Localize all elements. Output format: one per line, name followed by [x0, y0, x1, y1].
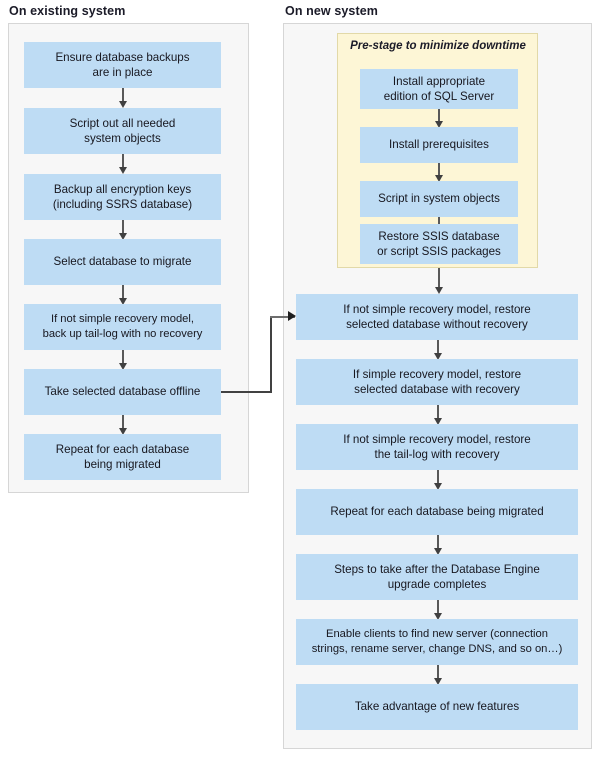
arrow-restore-norec-to-withrec — [436, 340, 439, 353]
node-backup-tail-log[interactable]: If not simple recovery model,back up tai… — [24, 304, 221, 350]
node-install-prerequisites[interactable]: Install prerequisites — [360, 127, 518, 163]
arrow-prestage-to-restore-no-recovery — [438, 268, 440, 287]
node-take-database-offline[interactable]: Take selected database offline — [24, 369, 221, 415]
arrow-enable-clients-to-features — [436, 665, 439, 678]
arrow-script-to-keys — [121, 154, 124, 167]
column-heading-new-system: On new system — [285, 4, 378, 18]
arrow-post-steps-to-enable-clients — [436, 600, 439, 613]
node-take-advantage-new-features[interactable]: Take advantage of new features — [296, 684, 578, 730]
arrow-taillog-to-offline — [121, 350, 124, 363]
cross-connector-segment-horizontal-upper — [270, 316, 295, 318]
node-backup-encryption-keys[interactable]: Backup all encryption keys(including SSR… — [24, 174, 221, 220]
arrow-prereqs-to-script-in — [438, 163, 440, 175]
arrow-repeat-to-post-steps — [436, 535, 439, 548]
arrow-ensure-to-script — [121, 88, 124, 101]
cross-connector-arrowhead-icon — [288, 311, 296, 321]
node-select-database-to-migrate[interactable]: Select database to migrate — [24, 239, 221, 285]
arrow-withrec-to-taillog — [436, 405, 439, 418]
arrow-script-in-to-ssis — [438, 217, 440, 229]
node-repeat-each-database-migrated[interactable]: Repeat for each database being migrated — [296, 489, 578, 535]
node-script-in-system-objects[interactable]: Script in system objects — [360, 181, 518, 217]
cross-connector-segment-horizontal-lower — [221, 391, 272, 393]
arrow-edition-to-prereqs — [438, 109, 440, 121]
arrow-taillog-to-repeat — [436, 470, 439, 483]
arrow-select-to-taillog — [121, 285, 124, 298]
node-enable-clients-find-server[interactable]: Enable clients to find new server (conne… — [296, 619, 578, 665]
prestage-group-title: Pre-stage to minimize downtime — [350, 40, 526, 52]
arrow-keys-to-select — [121, 220, 124, 233]
arrow-offline-to-repeat — [121, 415, 124, 428]
cross-connector-segment-vertical — [270, 316, 272, 393]
column-heading-existing-system: On existing system — [9, 4, 126, 18]
